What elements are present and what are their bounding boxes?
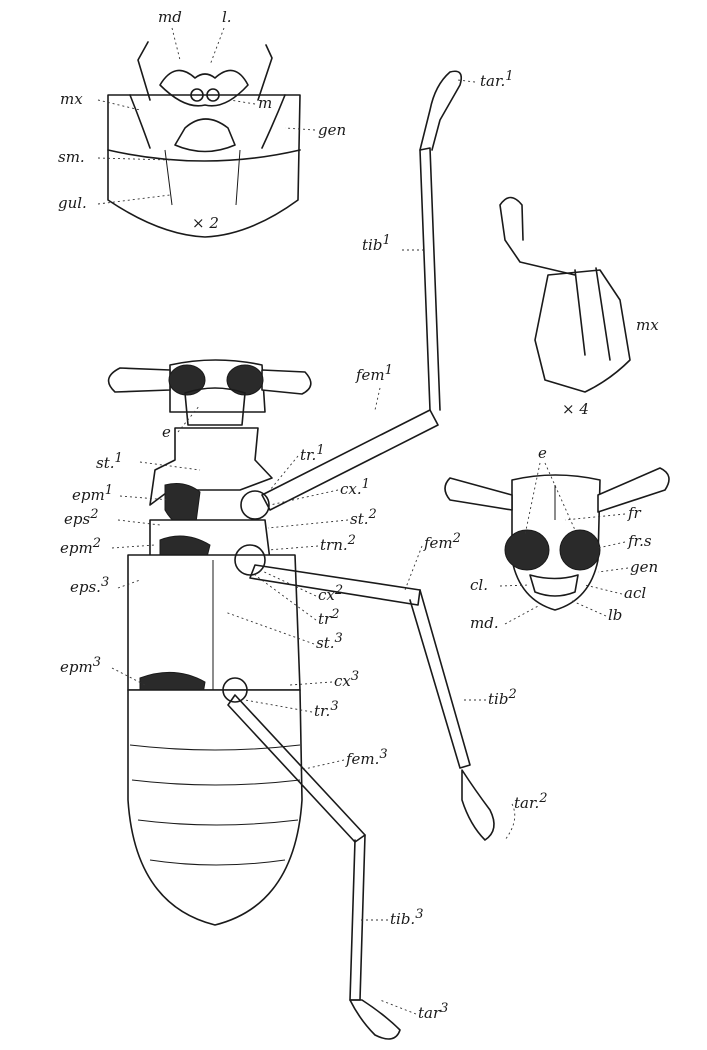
maxilla-figure <box>500 198 630 393</box>
label-tr2: tr2 <box>318 607 339 628</box>
body-label-e: e <box>162 423 171 441</box>
scale-x2: × 2 <box>192 214 219 232</box>
label-st2: st.2 <box>350 507 377 528</box>
tibia-3 <box>350 835 365 1000</box>
body-label-eps3: eps.3 <box>70 575 109 596</box>
label-tar3: tar3 <box>418 1001 448 1022</box>
label-cx2: cx2 <box>318 583 343 604</box>
leg1-leaders <box>270 80 475 505</box>
compound-eye-right <box>560 530 600 570</box>
label-mx: mx <box>60 90 83 108</box>
maxillary-palp <box>500 198 575 276</box>
label-m: m <box>258 94 272 112</box>
abdomen <box>128 690 302 925</box>
label-md: md <box>158 8 182 26</box>
front-label-lb: lb <box>608 606 622 624</box>
label-fem3: fem.3 <box>345 747 388 768</box>
front-label-e: e <box>538 444 547 462</box>
front-label-cl: cl. <box>470 576 488 594</box>
scale-x4: × 4 <box>562 400 589 418</box>
label-tr1: tr.1 <box>300 443 325 464</box>
label-trn2: trn.2 <box>320 533 356 554</box>
metathorax <box>128 555 300 690</box>
body-label-st1: st.1 <box>96 451 123 472</box>
compound-eye-left <box>505 530 549 570</box>
antenna-left-base <box>445 478 512 510</box>
front-label-fr: fr <box>627 504 642 522</box>
label-tar1: tar.1 <box>480 69 514 90</box>
body-label-eps2: eps2 <box>64 507 98 528</box>
label-gen: gen <box>318 121 346 139</box>
label-tib3: tib.3 <box>390 907 423 928</box>
body-label-epm3: epm3 <box>60 655 101 676</box>
label-cx1: cx.1 <box>340 477 370 498</box>
label-fem2: fem2 <box>423 531 461 552</box>
front-label-gen: gen <box>630 558 658 576</box>
body-antenna-right <box>262 370 311 394</box>
front-label-acl: acl <box>624 584 646 602</box>
body-label-epm2: epm2 <box>60 536 101 557</box>
label-fem1: fem1 <box>355 363 393 384</box>
tarsus-1 <box>420 71 461 150</box>
head-ventral-figure <box>108 42 300 237</box>
label-cx3: cx3 <box>334 669 359 690</box>
tibia-2 <box>410 590 470 768</box>
body-label-epm1: epm1 <box>72 483 113 504</box>
label-sm: sm. <box>58 148 85 166</box>
label-tr3: tr.3 <box>314 699 339 720</box>
label-tib2: tib2 <box>488 687 517 708</box>
tibia-1 <box>420 148 440 410</box>
label-gul: gul. <box>58 194 87 212</box>
maxilla-lobes <box>575 268 610 360</box>
label-st3: st.3 <box>316 631 343 652</box>
coxa-1 <box>241 491 269 519</box>
body-eye-right <box>227 365 263 395</box>
label-tar2: tar.2 <box>514 791 548 812</box>
body-eye-left <box>169 365 205 395</box>
front-label-frs: fr.s <box>627 532 652 550</box>
label-l: l. <box>222 8 232 26</box>
body-antenna-left <box>109 368 170 392</box>
tarsus-2 <box>462 770 494 840</box>
tarsus-3 <box>350 1000 400 1039</box>
beetle-body-figure <box>109 360 311 925</box>
label-tib1: tib1 <box>362 233 391 254</box>
maxilla-label-mx: mx <box>636 316 659 334</box>
front-label-md: md. <box>470 614 499 632</box>
maxillary-palps <box>138 42 272 100</box>
